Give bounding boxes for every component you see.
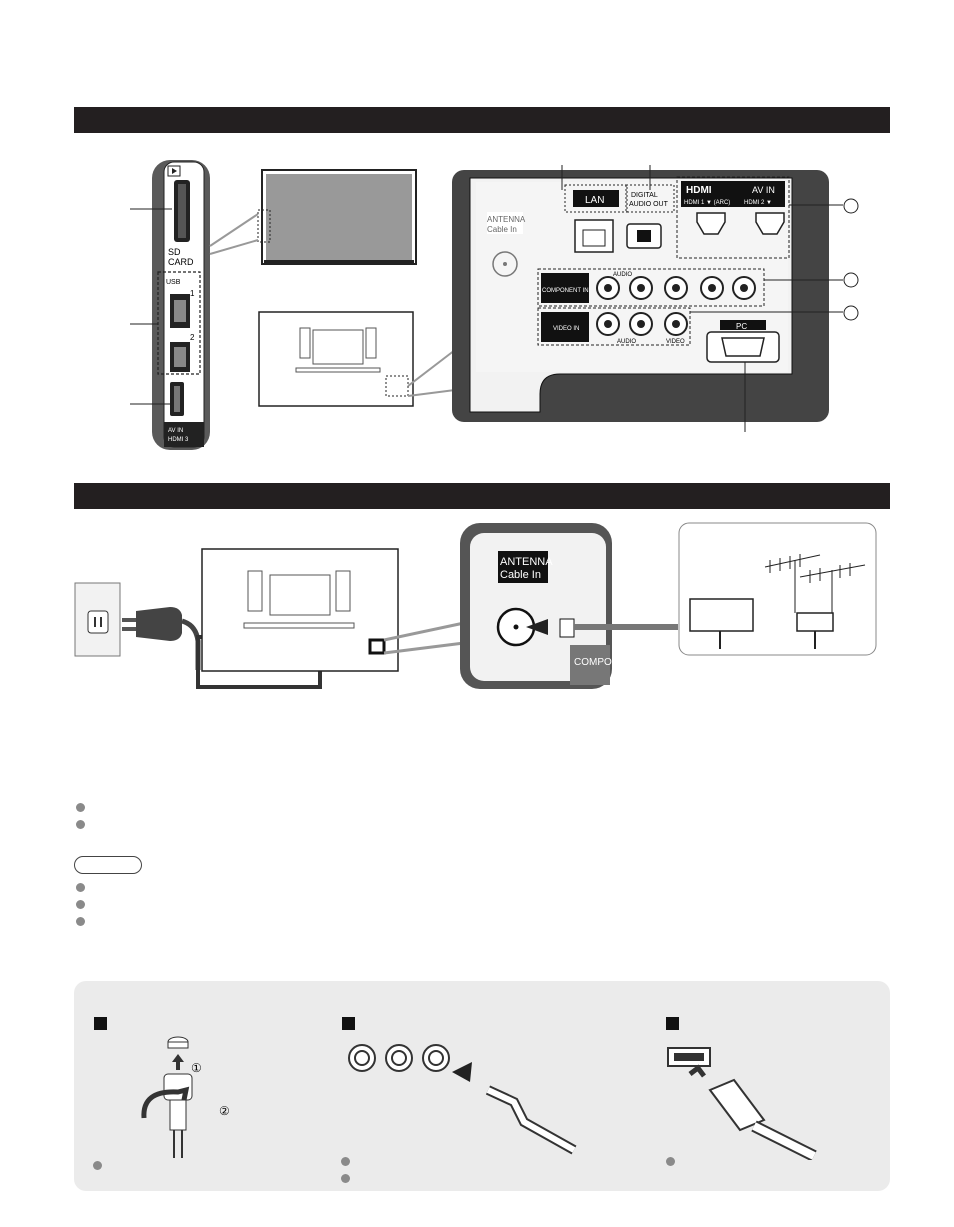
bullet-9 [666, 1157, 675, 1166]
antenna-illustration [678, 522, 877, 656]
av-in-label: AV IN [752, 185, 775, 195]
square-marker-2 [342, 1017, 355, 1030]
component-closeup: COMPONENT [574, 657, 639, 668]
step-2-mark: ② [219, 1104, 230, 1118]
bullet-8 [341, 1174, 350, 1183]
antenna-closeup-line2: Cable In [500, 569, 541, 581]
component-in-label: COMPONENT IN [542, 288, 589, 294]
bullet-4 [76, 900, 85, 909]
tv-back-antenna [201, 548, 465, 672]
video-in-label: VIDEO IN [553, 326, 579, 332]
section-header-bar-top [74, 107, 890, 133]
tv-back-illustration [258, 311, 456, 407]
antenna-closeup-line1: ANTENNA [500, 556, 553, 568]
hdmi1-label: HDMI 1 ▼ (ARC) [684, 200, 730, 206]
video-label: VIDEO [666, 339, 685, 345]
digital-label-2: AUDIO OUT [629, 201, 669, 208]
antenna-label-2: Cable In [487, 225, 517, 234]
usb-label: USB [166, 279, 181, 286]
hdmi-logo: HDMI [686, 185, 712, 196]
pc-label: PC [736, 322, 747, 331]
terminal-diagram: SD CARD USB 1 2 AV IN HDMI 3 [130, 160, 859, 450]
connector-info-panel [74, 981, 890, 1191]
side-panel: SD CARD USB 1 2 AV IN HDMI 3 [152, 160, 210, 450]
bullet-1 [76, 803, 85, 812]
connector-illustrations: ① ② [141, 1036, 817, 1160]
bullet-2 [76, 820, 85, 829]
antenna-label-1: ANTENNA [487, 215, 526, 224]
digital-label-1: DIGITAL [631, 192, 658, 199]
f-connector-illustration: ① ② [141, 1036, 230, 1158]
lan-label: LAN [585, 195, 604, 206]
usb-2-label: 2 [190, 333, 195, 342]
sd-label-1: SD [168, 247, 181, 257]
hdmi3-label-2: HDMI 3 [168, 437, 189, 443]
note-pill [74, 856, 142, 874]
audio-label-bottom: AUDIO [617, 339, 636, 345]
usb-1-label: 1 [190, 289, 195, 298]
rear-terminal-panel: ANTENNA Cable In LAN DIGITAL AUDIO OUT H… [452, 170, 829, 422]
section-header-bar-middle [74, 483, 890, 509]
bullet-5 [76, 917, 85, 926]
power-plug [122, 607, 201, 670]
bullet-7 [341, 1157, 350, 1166]
hdmi3-label-1: AV IN [168, 428, 183, 434]
hdmi-connector-illustration [667, 1047, 817, 1160]
square-marker-1 [94, 1017, 107, 1030]
audio-label-top: AUDIO [613, 272, 632, 278]
tv-front-illustration [209, 169, 417, 265]
rca-connector-illustration [348, 1044, 577, 1155]
wall-outlet [74, 582, 121, 657]
square-marker-3 [666, 1017, 679, 1030]
step-1-mark: ① [191, 1061, 202, 1075]
hdmi2-label: HDMI 2 ▼ [744, 200, 772, 206]
sd-label-2: CARD [168, 257, 194, 267]
bullet-3 [76, 883, 85, 892]
bullet-6 [93, 1161, 102, 1170]
antenna-connection-diagram: ANTENNA Cable In COMPONENT [74, 522, 877, 689]
antenna-closeup: ANTENNA Cable In COMPONENT [460, 523, 639, 689]
